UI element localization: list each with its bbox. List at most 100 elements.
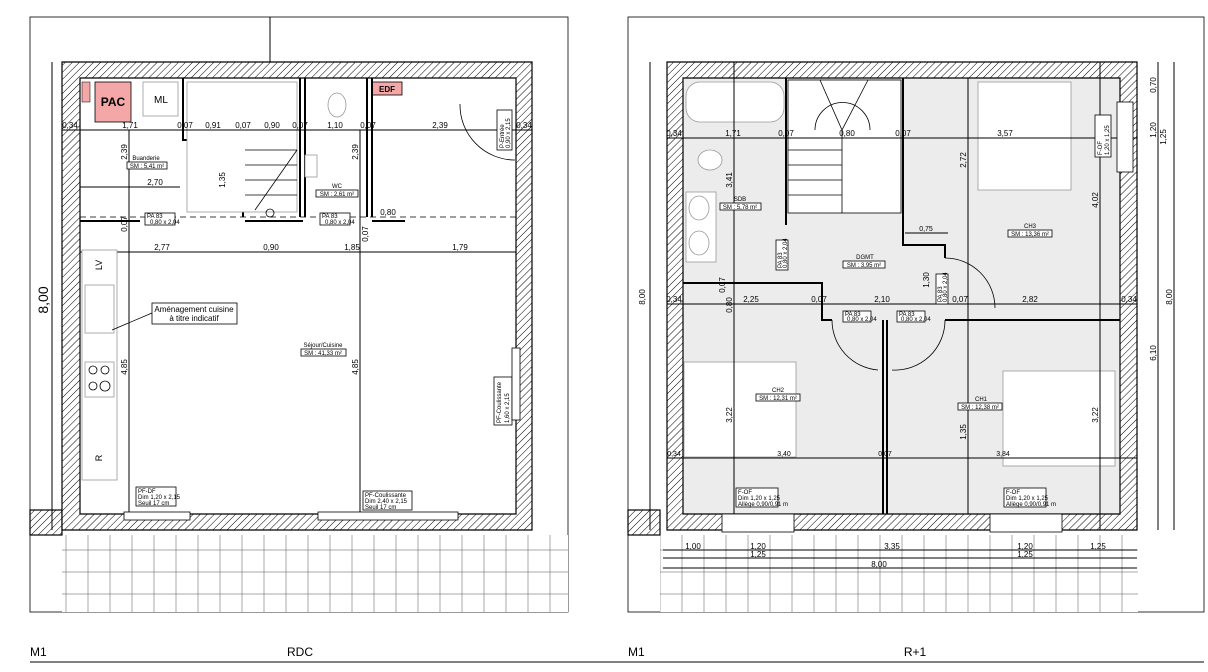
plan-label: 2,10 (874, 295, 890, 304)
staircase (186, 81, 298, 218)
plan-label: 0,07 (361, 226, 370, 242)
plan-label: F-OF (1006, 490, 1020, 496)
plan-label: 0,07 (235, 121, 251, 130)
plan-label: PA 83 (322, 214, 338, 220)
plan-label: 2,39 (432, 121, 448, 130)
plan-label: 1,20 (1149, 122, 1158, 138)
room-ch1: CH1 SM : 12,38 m² (957, 397, 1003, 411)
plan-label: 3,35 (884, 542, 900, 551)
plan-label: PF-Coulissante (497, 381, 503, 423)
plan-label: 3,84 (996, 451, 1010, 458)
kitchen-sink-icon (84, 284, 115, 334)
plan-label: 1,25 (1090, 542, 1106, 551)
plan-label: 1,71 (122, 121, 138, 130)
plan-label: 0,75 (919, 226, 933, 233)
plan-label: 1,25 (750, 550, 766, 559)
plan-label: 0,07 (718, 277, 727, 293)
sliding-door-east[interactable] (511, 347, 521, 421)
plan-label: 0,34 (666, 295, 682, 304)
plan-label: Buanderie (132, 156, 160, 162)
plan-label: 0,91 (205, 121, 221, 130)
plan-label: 0,34 (62, 121, 78, 130)
plan-label: Dim 2,40 x 2,15 (365, 499, 408, 505)
plan-label: 1,20 (1017, 542, 1033, 551)
plan-label: Dim 1,20 x 1,25 (1006, 496, 1049, 502)
bed-ch1 (1002, 370, 1116, 467)
plan-label: 2,82 (1022, 295, 1038, 304)
plan-label: 2,70 (147, 178, 163, 187)
plan-label: 1,00 (685, 542, 701, 551)
plan-label: 0,07 (778, 129, 794, 138)
plan-label: 1,35 (959, 424, 968, 440)
plan-label: SM : 12,38 m² (961, 405, 999, 411)
plan-label: SM : 12,31 m² (759, 396, 797, 402)
plan-label: 0,70 (1149, 77, 1158, 93)
plan-label: Séjour/Cuisine (303, 343, 343, 349)
plan-label: 0,80 x 2,04 (943, 272, 949, 302)
lv-label: LV (94, 260, 104, 270)
plan-label: 2,72 (959, 152, 968, 168)
fridge-label: R (94, 454, 104, 461)
plan-label: PA 83 (938, 286, 944, 302)
terrace (62, 535, 568, 612)
plan-label: 0,34 (666, 129, 682, 138)
plan-label: SM : 5,78 m² (723, 205, 757, 211)
plan-label: 0,07 (878, 451, 892, 458)
overall-dim: 8,00 (35, 286, 51, 313)
plan-label: SM : 5,41 m² (130, 164, 164, 170)
plan-label: 1,20 x 1,25 (1105, 125, 1111, 155)
cooktop-icon (84, 361, 115, 398)
room-ch2: CH2 SM : 12,31 m² (755, 388, 801, 402)
plan-label: 1,71 (725, 129, 741, 138)
plan-label: 1,10 (327, 121, 343, 130)
plan-label: 1,35 (218, 172, 227, 188)
french-door[interactable] (123, 511, 191, 521)
plan-label: 0,80 x 2,04 (847, 317, 877, 323)
plan-label: F-OF (1098, 141, 1104, 155)
window-ch1[interactable] (989, 513, 1063, 533)
plan-label: 0,07 (120, 216, 129, 232)
room-dgmt: DGMT SM : 3,95 m² (842, 255, 886, 269)
plan-label: 0,90 x 2,15 (506, 118, 512, 148)
level-title: R+1 (904, 645, 927, 659)
plan-label: DGMT (856, 255, 874, 261)
room-sejour-cuisine: Séjour/Cuisine SM : 41,33 m² (300, 343, 347, 357)
plan-label: 0,07 (360, 121, 376, 130)
window-ch3[interactable] (1116, 101, 1134, 173)
plan-label: 0,34 (667, 451, 681, 458)
terrace (660, 535, 1138, 612)
plan-label: 0,90 (264, 121, 280, 130)
plan-label: 1,30 (922, 272, 931, 288)
plan-label: PA 83 (778, 252, 784, 268)
staircase (787, 79, 902, 214)
plan-label: 8,00 (638, 289, 647, 305)
plan-label: 4,85 (351, 359, 360, 375)
plan-label: 1,20 (750, 542, 766, 551)
plan-label: CH1 (975, 397, 988, 403)
plan-label: 0,80 (725, 297, 734, 313)
plan-label: 1,60 x 2,15 (505, 393, 511, 423)
sliding-door-south[interactable] (317, 511, 459, 521)
exterior-wall (666, 61, 1138, 531)
bathtub-icon (685, 81, 785, 123)
plan-label: PA 83 (899, 312, 915, 318)
plan-label: SM : 3,95 m² (847, 263, 881, 269)
plan-label: 8,00 (871, 560, 887, 569)
plan-label: à titre indicatif (169, 314, 219, 323)
plan-label: Seuil 17 cm (365, 505, 396, 511)
window-ch2[interactable] (721, 513, 795, 533)
plan-label: 0,07 (177, 121, 193, 130)
plan-label: 2,25 (743, 295, 759, 304)
plan-label: 0,80 x 2,04 (150, 220, 180, 226)
plan-label: 0,80 x 2,04 (783, 238, 789, 268)
kitchen-note (151, 302, 238, 325)
plan-label: PA 83 (147, 214, 163, 220)
plan-label: 0,07 (952, 295, 968, 304)
plan-label: F-OF (738, 490, 752, 496)
plan-label: Allège 0,90/0,91 m (1006, 502, 1056, 508)
plan-label: Seuil 17 cm (138, 501, 169, 507)
sink-icon (304, 154, 318, 178)
